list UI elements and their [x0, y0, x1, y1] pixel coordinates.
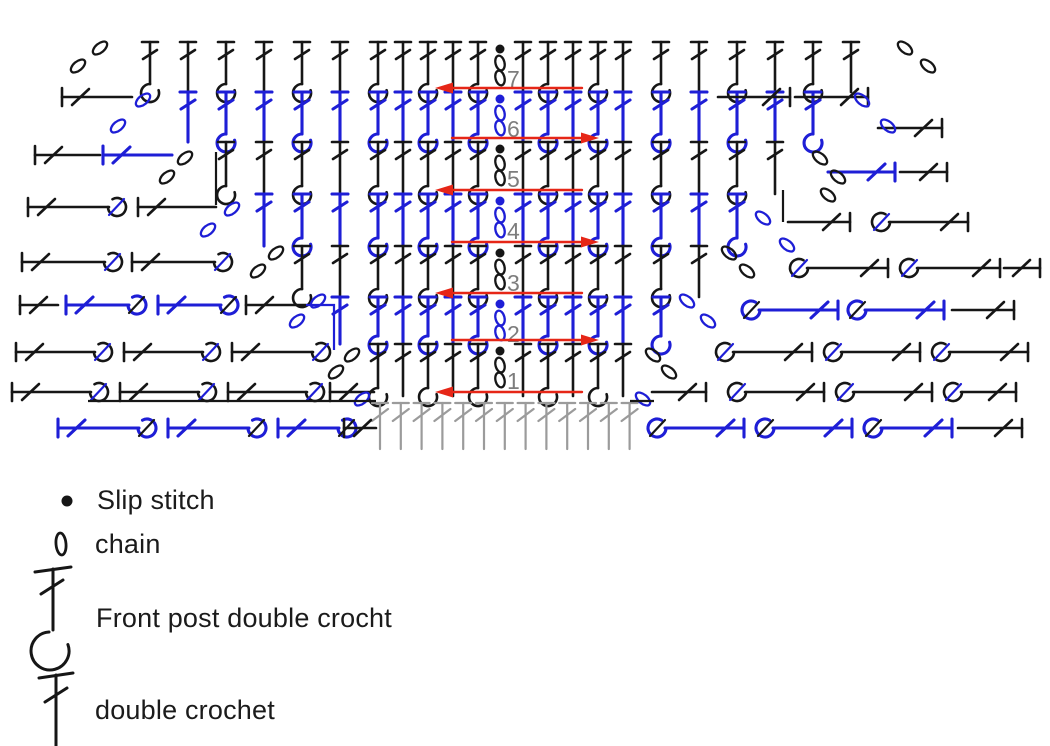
svg-text:1: 1 — [507, 368, 520, 394]
svg-text:2: 2 — [507, 321, 520, 347]
svg-text:4: 4 — [507, 218, 520, 244]
svg-text:5: 5 — [507, 166, 520, 192]
svg-text:3: 3 — [507, 270, 520, 296]
svg-text:7: 7 — [507, 66, 520, 92]
svg-text:6: 6 — [507, 116, 520, 142]
